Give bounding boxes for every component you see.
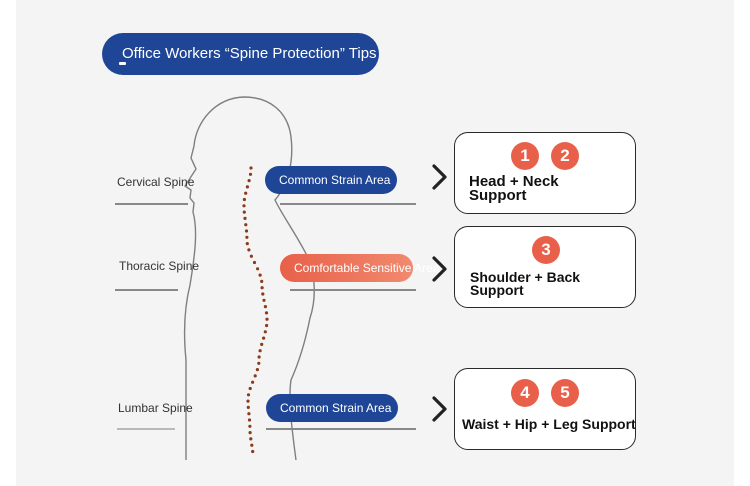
spine-dot [248, 424, 252, 428]
spine-dot [260, 342, 264, 346]
spine-dot [262, 298, 266, 302]
spine-dot [247, 248, 251, 252]
spine-dot [249, 254, 253, 258]
shoulder-back-line2: Support [470, 282, 524, 298]
spine-dot [245, 235, 249, 239]
head-neck-line1: Head + Neck [469, 173, 559, 190]
spine-dot [248, 386, 252, 391]
spine-dot [246, 399, 250, 403]
badge-5: 5 [551, 379, 579, 407]
cervical-left-rule [115, 203, 188, 205]
spine-dot [265, 323, 269, 328]
spine-dot [247, 412, 251, 416]
shoulder-back-support-box: 3 Shoulder + Back Support [454, 226, 636, 308]
spine-dot [255, 368, 259, 372]
spine-dot [264, 311, 269, 315]
spine-dot [245, 242, 249, 246]
spine-dot [258, 349, 262, 353]
spine-dot [257, 355, 261, 359]
spine-dot [242, 210, 246, 214]
thoracic-left-rule [115, 289, 178, 291]
spine-dot [243, 216, 247, 220]
spine-dot [242, 197, 246, 202]
badge-1: 1 [511, 142, 539, 170]
spine-dot [247, 418, 252, 422]
page-title: Office Workers “Spine Protection” Tips [122, 45, 377, 62]
badge-2: 2 [551, 142, 579, 170]
badge-3: 3 [532, 236, 560, 264]
spine-dot [251, 380, 255, 384]
title-mark [119, 62, 126, 65]
chevron-right-icon [432, 256, 447, 282]
thoracic-right-rule [290, 289, 416, 291]
spine-dot [245, 185, 249, 189]
lumbar-left-rule [117, 428, 175, 430]
spine-dot [246, 405, 250, 409]
spine-dot [262, 336, 266, 340]
head-neck-line2: Support [469, 187, 527, 204]
spine-dot [248, 172, 253, 176]
spine-dot [261, 292, 265, 296]
spine-dot [248, 431, 252, 435]
badge-4: 4 [511, 379, 539, 407]
spine-dot [250, 443, 254, 447]
cervical-spine-label: Cervical Spine [117, 175, 195, 189]
thoracic-spine-label: Thoracic Spine [119, 259, 200, 273]
chevron-right-icon [432, 164, 447, 190]
spine-dot [253, 374, 257, 378]
spine-dotted-line [242, 166, 269, 454]
spine-dot [249, 166, 253, 170]
chevron-right-icon [432, 396, 447, 422]
thoracic-area-label: Comfortable Sensitive Area [294, 261, 440, 275]
spine-dot [258, 273, 262, 277]
spine-dot [249, 437, 253, 441]
spine-dot [263, 305, 267, 309]
waist-hip-leg-support-box: 4 5 Waist + Hip + Leg Support [454, 368, 636, 450]
spine-dot [247, 179, 251, 183]
cervical-right-rule [280, 203, 416, 205]
spine-dot [246, 393, 251, 397]
spine-dot [244, 191, 248, 195]
head-neck-support-box: 1 2 Head + Neck Support [454, 132, 636, 214]
spine-dot [263, 330, 267, 334]
shoulder-back-line1: Shoulder + Back [470, 269, 581, 285]
cervical-area-label: Common Strain Area [279, 173, 391, 187]
title-banner: Office Workers “Spine Protection” Tips [102, 33, 379, 75]
lumbar-area-pill: Common Strain Area [266, 394, 398, 422]
cervical-area-pill: Common Strain Area [265, 166, 397, 194]
thoracic-area-pill: Comfortable Sensitive Area [280, 254, 439, 282]
spine-dot [244, 223, 248, 227]
spine-dot [256, 267, 260, 271]
waist-hip-leg-line1: Waist + Hip + Leg Support [462, 416, 636, 432]
spine-dot [242, 204, 246, 208]
spine-dot [244, 229, 249, 233]
spine-dot [265, 317, 269, 321]
spine-dot [260, 286, 264, 290]
spine-dot [252, 260, 257, 265]
spine-dot [251, 449, 255, 454]
lumbar-right-rule [266, 428, 416, 430]
spine-dot [257, 361, 261, 365]
spine-dot [260, 279, 264, 283]
lumbar-spine-label: Lumbar Spine [118, 401, 193, 415]
lumbar-area-label: Common Strain Area [280, 401, 392, 415]
